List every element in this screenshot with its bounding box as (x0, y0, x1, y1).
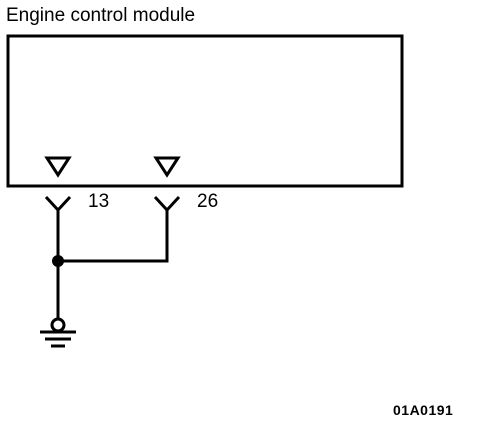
terminal-26-triangle-icon (153, 156, 181, 178)
pin-13-label: 13 (88, 191, 110, 212)
wire-pin-26 (58, 210, 169, 263)
pin-26-connector-icon (153, 195, 181, 212)
junction-dot-icon (52, 255, 64, 267)
terminal-13-triangle-icon (44, 156, 72, 178)
ground-wires (56, 210, 169, 320)
pin-13-connector-icon (44, 195, 72, 212)
figure-code: 01A0191 (393, 402, 454, 418)
engine-control-module-box (6, 34, 404, 188)
module-title: Engine control module (6, 5, 196, 26)
ground-icon (40, 317, 76, 348)
pin-26-label: 26 (197, 191, 219, 212)
